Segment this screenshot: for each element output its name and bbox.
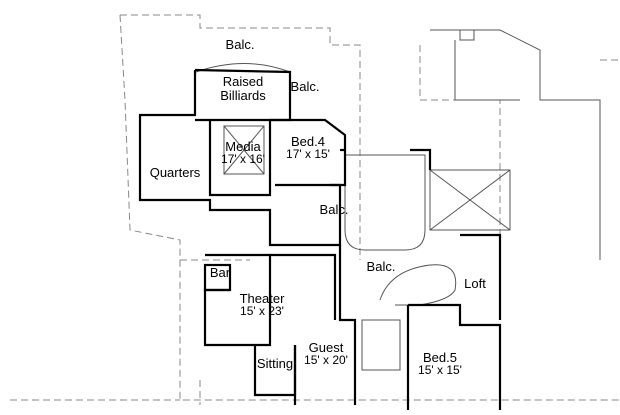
room-label-balc-top: Balc. <box>225 37 255 52</box>
room-label-sitting: Sitting <box>256 356 294 371</box>
room-label-billiards: Raised <box>222 74 264 89</box>
room-label-bed4: Bed.4 <box>291 134 325 149</box>
room-label-guest: Guest <box>308 340 344 355</box>
room-label-bar: Bar <box>209 265 231 280</box>
room-label-theater: Theater <box>239 291 285 306</box>
room-size-media: 17' x 16' <box>221 152 265 166</box>
thin-lines <box>195 29 601 371</box>
room-label-loft: Loft <box>464 276 486 291</box>
room-label-balc-mid: Balc. <box>319 202 349 217</box>
room-label-billiards-2: Billiards <box>220 88 266 103</box>
room-label-balc-center: Balc. <box>366 259 396 274</box>
room-size-bed4: 17' x 15' <box>286 147 330 161</box>
room-label-bed5: Bed.5 <box>423 350 457 365</box>
room-label-quarters: Quarters <box>149 165 201 180</box>
room-size-theater: 15' x 23' <box>240 304 284 318</box>
room-size-guest: 15' x 20' <box>304 353 348 367</box>
walls <box>138 68 502 410</box>
room-label-media: Media <box>225 139 261 154</box>
room-size-bed5: 15' x 15' <box>418 363 462 377</box>
room-label-balc-billiards: Balc. <box>290 79 320 94</box>
